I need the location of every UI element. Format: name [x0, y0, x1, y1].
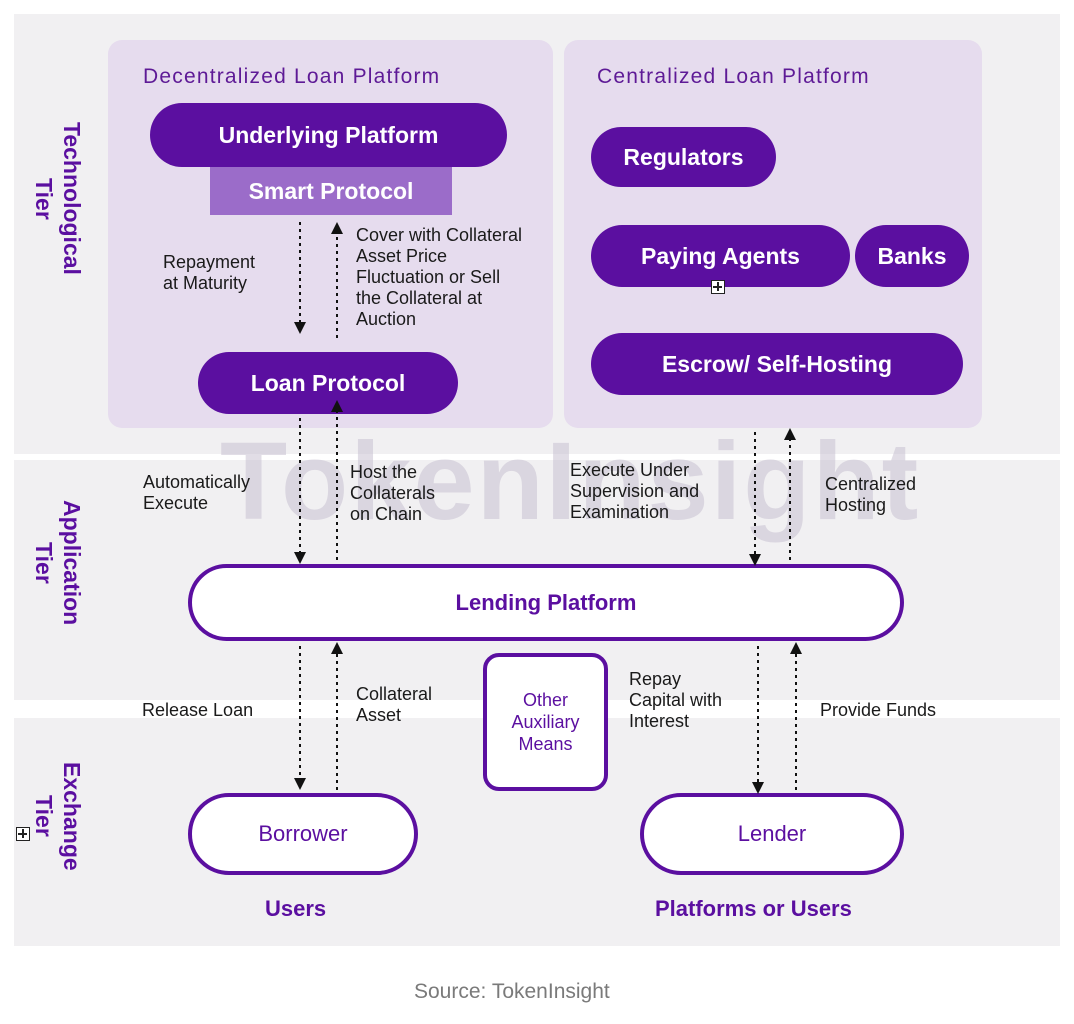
technological-tier-label: Technological Tier [31, 122, 85, 275]
platforms-or-users-caption: Platforms or Users [655, 896, 852, 921]
repayment-label: Repayment at Maturity [163, 252, 256, 293]
host-collaterals-label: Host the Collaterals on Chain [350, 462, 436, 524]
escrow-self-hosting-box: Escrow/ Self-Hosting [591, 333, 963, 395]
smart-protocol-box: Smart Protocol [210, 167, 452, 215]
centralized-hosting-label: Centralized Hosting [825, 474, 917, 515]
source-caption: Source: TokenInsight [414, 980, 610, 1003]
exchange-tier-label: Exchange Tier [31, 762, 85, 871]
users-caption: Users [265, 896, 327, 921]
centralized-title: Centralized Loan Platform [597, 65, 870, 88]
plus-box-icon [16, 827, 30, 841]
release-loan-label: Release Loan [142, 700, 254, 720]
automatically-execute-label: Automatically Execute [143, 472, 251, 513]
other-auxiliary-means-label: Other Auxiliary Means [511, 690, 580, 754]
cover-label: Cover with Collateral Asset Price Fluctu… [356, 225, 523, 329]
regulators-box: Regulators [591, 127, 776, 187]
borrower-box: Borrower [188, 793, 418, 875]
lending-platform-box: Lending Platform [188, 564, 904, 641]
provide-funds-label: Provide Funds [820, 700, 937, 720]
underlying-platform-box: Underlying Platform [150, 103, 507, 167]
plus-box-icon [711, 280, 725, 294]
other-auxiliary-means-box: Other Auxiliary Means [483, 653, 608, 791]
lender-box: Lender [640, 793, 904, 875]
repay-capital-label: Repay Capital with Interest [629, 669, 723, 731]
execute-under-supervision-label: Execute Under Supervision and Examinatio… [570, 460, 700, 522]
loan-protocol-box: Loan Protocol [198, 352, 458, 414]
collateral-asset-label: Collateral Asset [356, 684, 433, 725]
application-tier-label: Application Tier [31, 500, 85, 626]
banks-box: Banks [855, 225, 969, 287]
paying-agents-box: Paying Agents [591, 225, 850, 287]
decentralized-title: Decentralized Loan Platform [143, 65, 441, 88]
